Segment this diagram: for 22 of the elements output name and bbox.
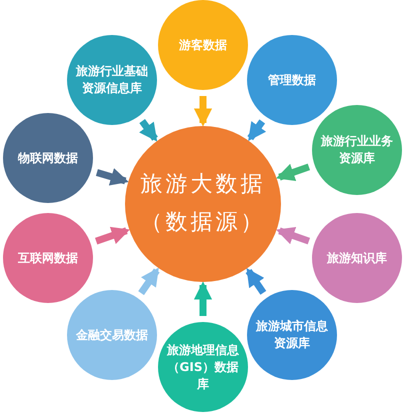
- arrow: [194, 281, 212, 316]
- center-title: 旅游大数据: [140, 171, 266, 199]
- arrow: [95, 226, 130, 245]
- source-label: 游客数据: [179, 36, 227, 54]
- arrow: [246, 268, 266, 295]
- arrow: [247, 119, 266, 142]
- source-label: 旅游行业业务资源库: [320, 133, 394, 167]
- source-label: 金融交易数据: [76, 326, 148, 344]
- source-label: 物联网数据: [18, 150, 78, 166]
- arrow: [276, 164, 310, 181]
- source-label: 管理数据: [268, 72, 316, 88]
- center-title: （数据源）: [140, 209, 266, 237]
- arrow: [194, 96, 212, 127]
- arrow: [139, 119, 158, 142]
- source-label: 旅游城市信息资源库: [254, 318, 329, 352]
- arrow: [96, 168, 129, 186]
- arrow: [138, 268, 160, 296]
- arrow: [276, 227, 310, 244]
- source-label: 旅游知识库: [327, 250, 387, 266]
- source-label: 旅游行业基础资源信息库: [74, 63, 149, 97]
- source-label: 旅游地理信息（GIS）数据库: [166, 342, 240, 392]
- source-label: 互联网数据: [18, 250, 78, 266]
